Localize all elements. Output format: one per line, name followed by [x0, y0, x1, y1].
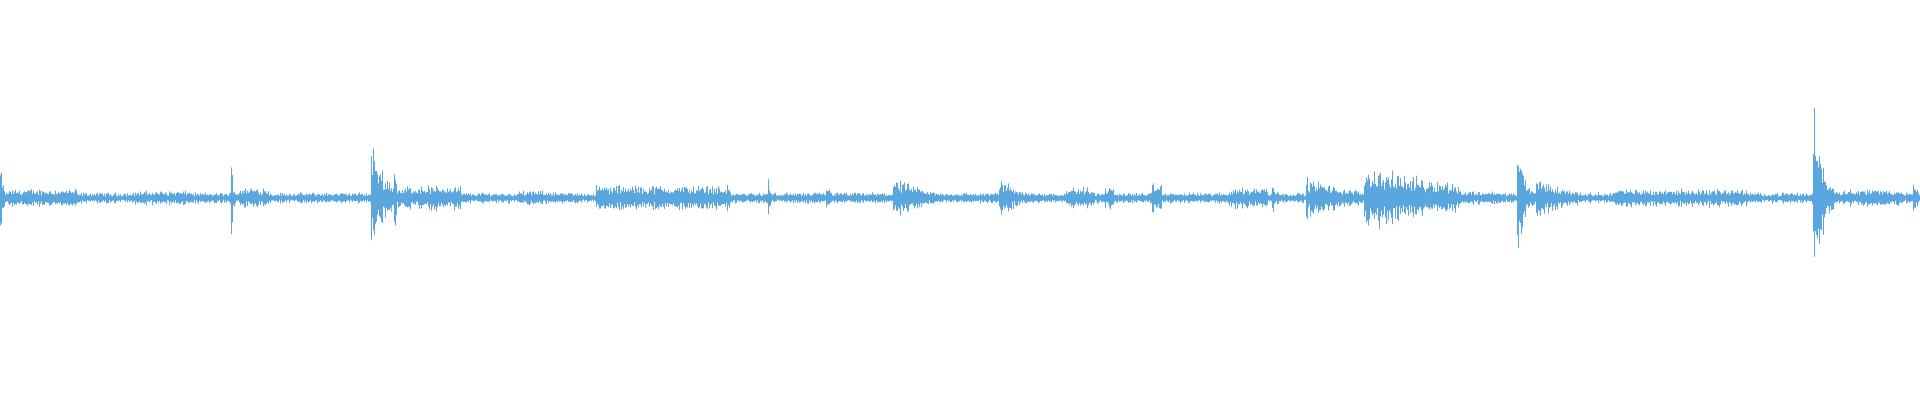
waveform-samples — [0, 107, 1920, 257]
waveform-path — [0, 107, 1920, 257]
